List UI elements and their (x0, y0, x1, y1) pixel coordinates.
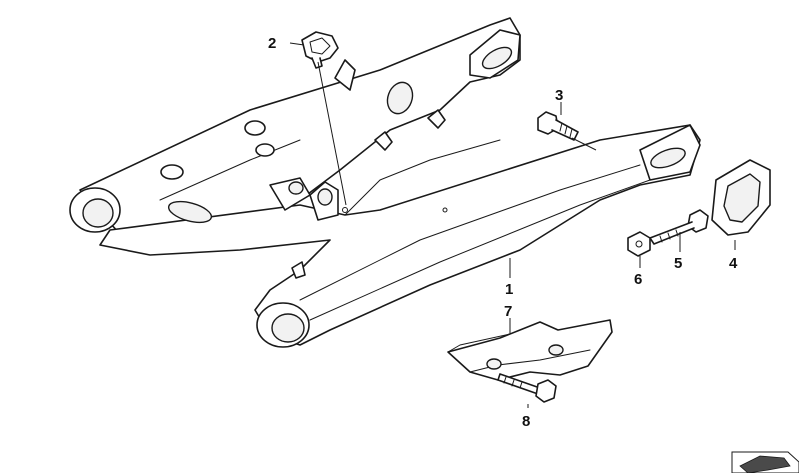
callout-4: 4 (729, 255, 738, 272)
callout-1: 1 (505, 281, 513, 298)
clip-part (301, 31, 339, 69)
chain-guard-part (447, 319, 613, 381)
callout-3: 3 (555, 87, 563, 104)
swingarm-thumbnail-icon (731, 451, 799, 473)
callout-2: 2 (268, 35, 276, 52)
axle-bolt-part (649, 209, 709, 245)
callout-8: 8 (522, 413, 530, 430)
bolt-part (537, 111, 579, 141)
leader-lines (289, 42, 736, 408)
end-cap-part (711, 159, 771, 236)
guard-bolt-part (497, 373, 557, 403)
callout-labels: 1 2 3 4 5 6 7 8 (268, 35, 738, 430)
callout-7: 7 (504, 303, 512, 320)
callout-6: 6 (634, 271, 642, 288)
swingarm-part (69, 17, 701, 348)
callout-5: 5 (674, 255, 682, 272)
nut-part (627, 231, 651, 257)
